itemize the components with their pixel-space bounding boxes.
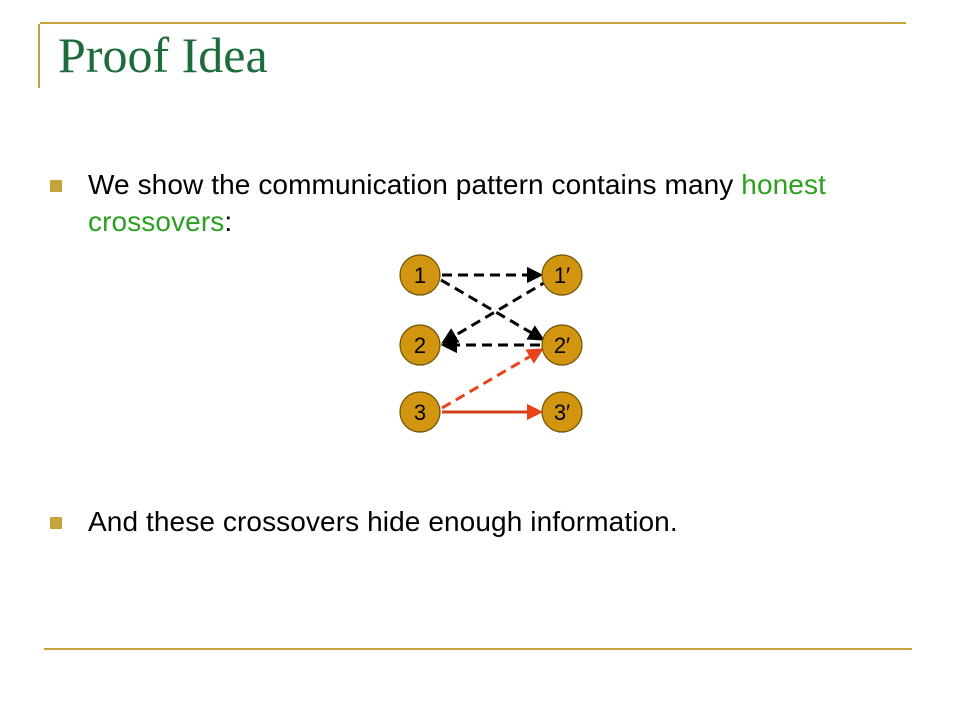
bullet-square-icon bbox=[50, 517, 62, 529]
node-2-label: 2 bbox=[414, 333, 426, 358]
node-2-prime-label: 2′ bbox=[554, 333, 570, 358]
node-1-prime: 1′ bbox=[541, 254, 583, 296]
node-2-prime: 2′ bbox=[541, 324, 583, 366]
bullet-square-icon bbox=[50, 180, 62, 192]
edge-3-to-2prime bbox=[441, 348, 544, 410]
honest-crossovers-highlight: honest crossovers bbox=[88, 169, 826, 237]
crossover-diagram: 1 2 3 1′ 2′ 3′ bbox=[399, 254, 583, 433]
bullet-text: And these crossovers hide enough informa… bbox=[88, 506, 678, 537]
node-2: 2 bbox=[399, 324, 441, 366]
node-1: 1 bbox=[399, 254, 441, 296]
node-3-label: 3 bbox=[414, 400, 426, 425]
bottom-rule bbox=[44, 648, 912, 650]
node-3-prime: 3′ bbox=[541, 391, 583, 433]
bullet-text: We show the communication pattern contai… bbox=[88, 166, 848, 240]
node-3: 3 bbox=[399, 391, 441, 433]
node-1-prime-label: 1′ bbox=[554, 263, 570, 288]
edge-1prime-to-2 bbox=[441, 278, 550, 344]
bullet-text-end: : bbox=[224, 206, 233, 237]
node-1-label: 1 bbox=[414, 263, 426, 288]
edge-1-to-2prime bbox=[440, 278, 545, 341]
bullet-text-start: We show the communication pattern contai… bbox=[88, 169, 742, 200]
slide-title: Proof Idea bbox=[58, 27, 268, 83]
node-3-prime-label: 3′ bbox=[554, 400, 570, 425]
left-rule bbox=[38, 24, 40, 88]
top-rule bbox=[40, 22, 906, 24]
